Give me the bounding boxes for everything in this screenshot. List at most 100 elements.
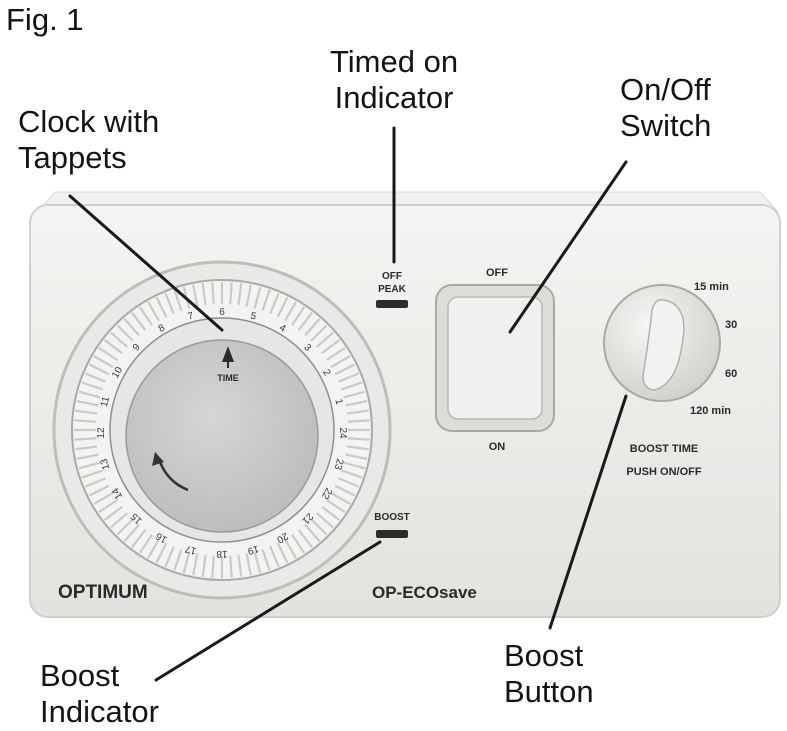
tappet[interactable] [164,292,175,315]
clock-hour-5: 5 [249,311,258,323]
tappet[interactable] [304,524,321,542]
tappet[interactable] [237,283,243,306]
boost-caption-line2: PUSH ON/OFF [626,466,701,478]
tappet[interactable] [304,318,321,336]
tappet[interactable] [310,518,328,536]
tappet[interactable] [343,390,366,399]
tappet[interactable] [297,311,313,331]
tappet[interactable] [173,289,183,312]
tappet[interactable] [211,282,215,305]
tappet[interactable] [334,484,356,497]
tappet[interactable] [229,555,233,578]
timed-on-indicator-led [376,300,408,308]
tappet[interactable] [347,437,370,441]
tappet[interactable] [310,324,328,342]
tappet[interactable] [192,553,199,576]
tappet[interactable] [345,400,368,407]
tappet[interactable] [291,306,306,326]
tappet[interactable] [330,355,351,368]
tappet[interactable] [93,492,114,505]
on-off-switch[interactable] [447,296,543,420]
tappet[interactable] [347,419,370,423]
tappet[interactable] [345,453,368,460]
tappet[interactable] [284,538,297,559]
tappet[interactable] [269,545,280,568]
tappet[interactable] [321,505,341,521]
tappet[interactable] [147,301,160,322]
tappet[interactable] [343,461,366,470]
tappet[interactable] [245,284,252,307]
tappet[interactable] [81,469,104,479]
tappet[interactable] [123,318,140,336]
tappet[interactable] [75,409,98,415]
clock-hour-18: 18 [216,548,228,559]
tappet[interactable] [110,331,128,348]
tappet[interactable] [78,390,101,399]
tappet[interactable] [182,551,191,574]
tappet[interactable] [88,363,110,376]
tappet[interactable] [138,534,153,554]
tappet[interactable] [147,538,160,559]
tappet[interactable] [337,477,360,488]
tappet[interactable] [201,283,207,306]
tappet[interactable] [93,355,114,368]
tappet[interactable] [337,372,360,383]
tappet[interactable] [269,292,280,315]
tappet[interactable] [164,545,175,568]
tappet[interactable] [321,339,341,355]
tappet[interactable] [261,548,271,571]
tappet[interactable] [316,512,334,529]
tappet[interactable] [253,286,262,309]
tappet[interactable] [76,400,99,407]
tappet[interactable] [103,339,123,355]
tappet[interactable] [229,282,233,305]
tappet[interactable] [74,437,97,441]
tappet[interactable] [155,296,168,318]
tappet[interactable] [330,492,351,505]
tappet[interactable] [326,499,346,514]
tappet[interactable] [110,512,128,529]
boost-button[interactable] [642,298,685,391]
tappet[interactable] [116,518,134,536]
tappet[interactable] [334,363,356,376]
tappet[interactable] [98,346,118,361]
tappet[interactable] [245,553,252,576]
tappet[interactable] [74,419,97,423]
tappet[interactable] [340,381,363,391]
tappet[interactable] [261,289,271,312]
tappet[interactable] [75,445,98,451]
tappet[interactable] [284,301,297,322]
tappet[interactable] [131,311,147,331]
tappet[interactable] [237,554,243,577]
tappet[interactable] [276,542,289,564]
tappet[interactable] [138,306,153,326]
tappet[interactable] [253,551,262,574]
tappet[interactable] [173,548,183,571]
tappet[interactable] [131,529,147,549]
tappet[interactable] [340,469,363,479]
tappet[interactable] [98,499,118,514]
clock-hour-11: 11 [99,395,112,408]
callout-timed-on-line2: Indicator [334,80,454,115]
tappet[interactable] [81,381,104,391]
tappet[interactable] [211,555,215,578]
tappet[interactable] [116,324,134,342]
tappet[interactable] [155,542,168,564]
tappet[interactable] [103,505,123,521]
tappet[interactable] [326,346,346,361]
tappet[interactable] [201,554,207,577]
clock-hour-2: 2 [320,368,333,379]
tappet[interactable] [192,284,199,307]
tappet[interactable] [276,296,289,318]
tappet[interactable] [88,484,110,497]
tappet[interactable] [291,534,306,554]
tappet[interactable] [346,409,369,415]
tappet[interactable] [346,445,369,451]
tappet[interactable] [84,477,107,488]
tappet[interactable] [76,453,99,460]
tappet[interactable] [84,372,107,383]
tappet[interactable] [316,331,334,348]
tappet[interactable] [123,524,140,542]
tappet[interactable] [297,529,313,549]
tappet[interactable] [78,461,101,470]
